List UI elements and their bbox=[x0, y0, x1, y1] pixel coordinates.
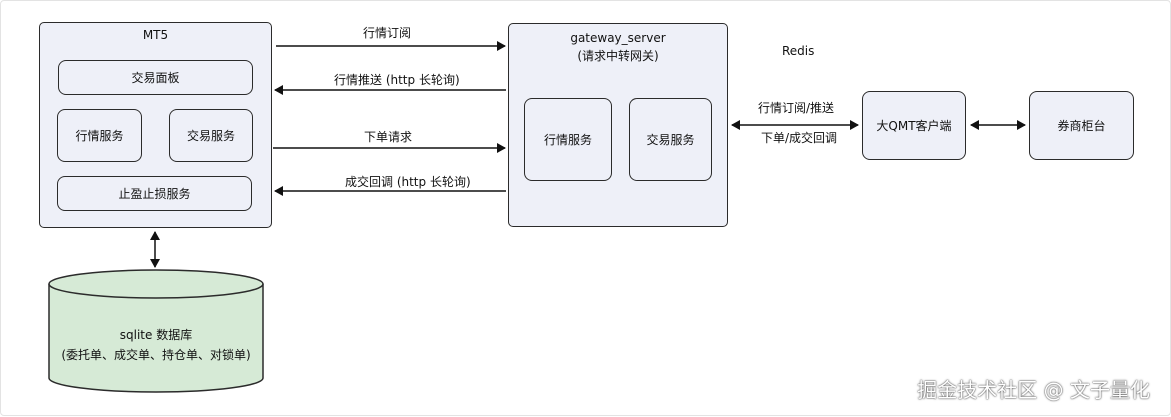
mt5-title: MT5 bbox=[142, 28, 169, 42]
trade-panel-label: 交易面板 bbox=[131, 71, 180, 85]
watermark: 掘金技术社区 @ 文子量化 bbox=[917, 378, 1150, 402]
arrow-label-fill-callback: 成交回调 (http 长轮询) bbox=[345, 175, 471, 189]
mt5-trade-service-label: 交易服务 bbox=[186, 129, 235, 143]
tp-sl-service-label: 止盈止损服务 bbox=[118, 187, 191, 201]
gw-trade-service-box: 交易服务 bbox=[629, 98, 712, 181]
arrow-label-gw-qmt-bottom: 下单/成交回调 bbox=[761, 131, 838, 145]
broker-counter-label: 券商柜台 bbox=[1057, 119, 1106, 133]
qmt-client-box: 大QMT客户端 bbox=[862, 91, 966, 160]
database-label-line1: sqlite 数据库 bbox=[119, 328, 193, 342]
tp-sl-service-box: 止盈止损服务 bbox=[57, 176, 252, 211]
arrow-label-gw-qmt-top: 行情订阅/推送 bbox=[758, 101, 835, 115]
broker-counter-box: 券商柜台 bbox=[1029, 91, 1134, 160]
trade-panel-box: 交易面板 bbox=[58, 60, 253, 95]
arrow-label-market-push: 行情推送 (http 长轮询) bbox=[334, 73, 460, 87]
gw-trade-service-label: 交易服务 bbox=[646, 133, 695, 147]
redis-label: Redis bbox=[782, 44, 815, 58]
mt5-market-service-label: 行情服务 bbox=[75, 129, 124, 143]
mt5-trade-service-box: 交易服务 bbox=[169, 109, 253, 162]
mt5-market-service-box: 行情服务 bbox=[57, 109, 142, 162]
gw-market-service-box: 行情服务 bbox=[524, 98, 612, 181]
gateway-title: gateway_server bbox=[570, 31, 666, 45]
database-label-line2: (委托单、成交单、持仓单、对锁单) bbox=[61, 348, 251, 362]
arrow-label-place-order: 下单请求 bbox=[364, 130, 413, 144]
database-cylinder bbox=[48, 269, 264, 393]
gw-market-service-label: 行情服务 bbox=[543, 133, 592, 147]
gateway-subtitle: (请求中转网关) bbox=[577, 49, 659, 63]
arrow-label-market-subscribe: 行情订阅 bbox=[363, 26, 412, 40]
qmt-client-label: 大QMT客户端 bbox=[876, 119, 952, 133]
